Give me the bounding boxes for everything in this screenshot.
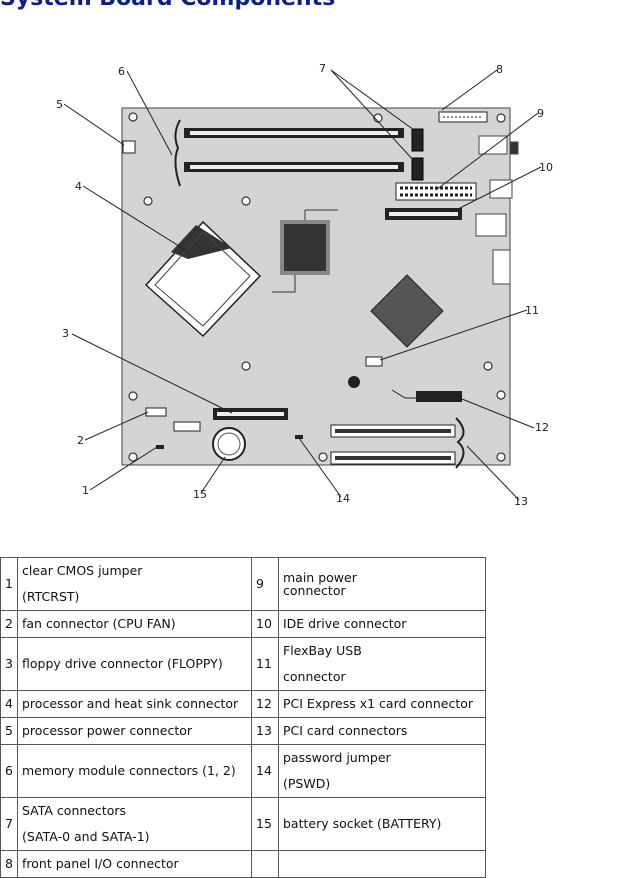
legend-description-left: front panel I/O connector	[17, 850, 252, 878]
legend-number-right: 9	[251, 557, 279, 611]
legend-text-line-1: clear CMOS jumper	[22, 563, 143, 578]
callout-11: 11	[525, 304, 539, 317]
legend-row: 6 memory module connectors (1, 2) 14 pas…	[0, 744, 486, 798]
legend-number-left: 4	[0, 690, 18, 718]
rtcrst-jumper	[156, 445, 164, 449]
legend-text-line-1: front panel I/O connector	[22, 856, 179, 871]
legend-text-line-1: processor and heat sink connector	[22, 696, 239, 711]
cpu-fan-connector	[145, 407, 167, 417]
legend-text-line-1: password jumper	[283, 750, 391, 765]
legend-row: 8 front panel I/O connector	[0, 850, 486, 878]
callout-14: 14	[336, 492, 350, 505]
legend-table: 1 clear CMOS jumper (RTCRST) 9 main power…	[0, 557, 486, 878]
legend-row: 7 SATA connectors(SATA-0 and SATA-1) 15 …	[0, 797, 486, 851]
callout-3: 3	[62, 327, 69, 340]
legend-text-line-1: main power	[283, 570, 357, 585]
legend-number-left: 7	[0, 797, 18, 851]
sata-connector-0	[411, 128, 424, 152]
legend-text-line-1: SATA connectors	[22, 803, 127, 818]
page-title: System Board Components	[0, 0, 335, 11]
pcie-x1-connector	[416, 391, 462, 402]
pswd-jumper	[295, 435, 303, 439]
legend-number-left: 1	[0, 557, 18, 611]
legend-number-left: 8	[0, 850, 18, 878]
legend-description-left: memory module connectors (1, 2)	[17, 744, 252, 798]
chipset-chip	[370, 274, 444, 348]
legend-description-right: battery socket (BATTERY)	[278, 797, 486, 851]
system-board-diagram: 1 2 3 4 5 6 7 8 9 10 11 12 13 14 15	[56, 62, 553, 508]
legend-row: 4 processor and heat sink connector 12 P…	[0, 690, 486, 718]
legend-row: 2 fan connector (CPU FAN) 10 IDE drive c…	[0, 610, 486, 638]
callout-2: 2	[77, 434, 84, 447]
legend-text-line-2: (SATA-0 and SATA-1)	[22, 829, 150, 844]
legend-number-left: 5	[0, 717, 18, 745]
legend-description-right: PCI card connectors	[278, 717, 486, 745]
callout-8: 8	[496, 63, 503, 76]
processor-power-connector	[122, 140, 136, 154]
main-power-connector	[395, 182, 477, 201]
legend-number-right: 12	[251, 690, 279, 718]
legend-number-right: 14	[251, 744, 279, 798]
legend-description-right	[278, 850, 486, 878]
legend-row: 1 clear CMOS jumper (RTCRST) 9 main power…	[0, 557, 486, 611]
callout-10: 10	[539, 161, 553, 174]
legend-number-right: 13	[251, 717, 279, 745]
legend-text-line-2: (RTCRST)	[22, 589, 80, 604]
legend-row: 3 floppy drive connector (FLOPPY) 11 Fle…	[0, 637, 486, 691]
legend-description-right: FlexBay USB connector	[278, 637, 486, 691]
legend-text-line-2: connector	[283, 669, 346, 684]
legend-description-left: processor power connector	[17, 717, 252, 745]
legend-text-line-2: (PSWD)	[283, 776, 331, 791]
memory-slots	[174, 119, 404, 187]
callout-13: 13	[514, 495, 528, 508]
chipset-area	[272, 209, 338, 293]
legend-text-line-1: PCI Express x1 card connector	[283, 696, 474, 711]
legend-description-left: floppy drive connector (FLOPPY)	[17, 637, 252, 691]
legend-text-line-1: processor power connector	[22, 723, 193, 738]
legend-number-right: 15	[251, 797, 279, 851]
callout-1: 1	[82, 484, 89, 497]
callout-6: 6	[118, 65, 125, 78]
callout-lines	[63, 69, 542, 501]
legend-description-left: SATA connectors (SATA-0 and SATA-1)	[17, 797, 252, 851]
callout-9: 9	[537, 107, 544, 120]
legend-text-line-1: fan connector (CPU FAN)	[22, 616, 176, 631]
legend-description-left: processor and heat sink connector	[17, 690, 252, 718]
legend-text-line-1: IDE drive connector	[283, 616, 407, 631]
legend-number-left: 6	[0, 744, 18, 798]
callout-15: 15	[193, 488, 207, 501]
callout-12: 12	[535, 421, 549, 434]
legend-text-line-1: floppy drive connector (FLOPPY)	[22, 656, 223, 671]
legend-description-right: IDE drive connector	[278, 610, 486, 638]
rear-io-ports	[475, 135, 519, 285]
legend-text-line-1: memory module connectors (1, 2)	[22, 763, 236, 778]
legend-number-left: 3	[0, 637, 18, 691]
flexbay-usb-connector	[365, 356, 383, 367]
callout-5: 5	[56, 98, 63, 111]
sata-connector-1	[411, 157, 424, 181]
legend-description-right: PCI Express x1 card connector	[278, 690, 486, 718]
legend-number-left: 2	[0, 610, 18, 638]
legend-description-left: fan connector (CPU FAN)	[17, 610, 252, 638]
legend-number-right: 10	[251, 610, 279, 638]
callout-7: 7	[319, 62, 326, 75]
legend-text-line-2: connector	[283, 583, 346, 598]
legend-row: 5 processor power connector 13 PCI card …	[0, 717, 486, 745]
legend-description-right: password jumper (PSWD)	[278, 744, 486, 798]
legend-description-left: clear CMOS jumper (RTCRST)	[17, 557, 252, 611]
legend-text-line-1: FlexBay USB	[283, 643, 362, 658]
legend-number-right: 11	[251, 637, 279, 691]
legend-number-right	[251, 850, 279, 878]
mounting-holes	[128, 112, 506, 462]
callout-4: 4	[75, 180, 82, 193]
legend-text-line-1: PCI card connectors	[283, 723, 408, 738]
legend-text-line-1: battery socket (BATTERY)	[283, 816, 442, 831]
